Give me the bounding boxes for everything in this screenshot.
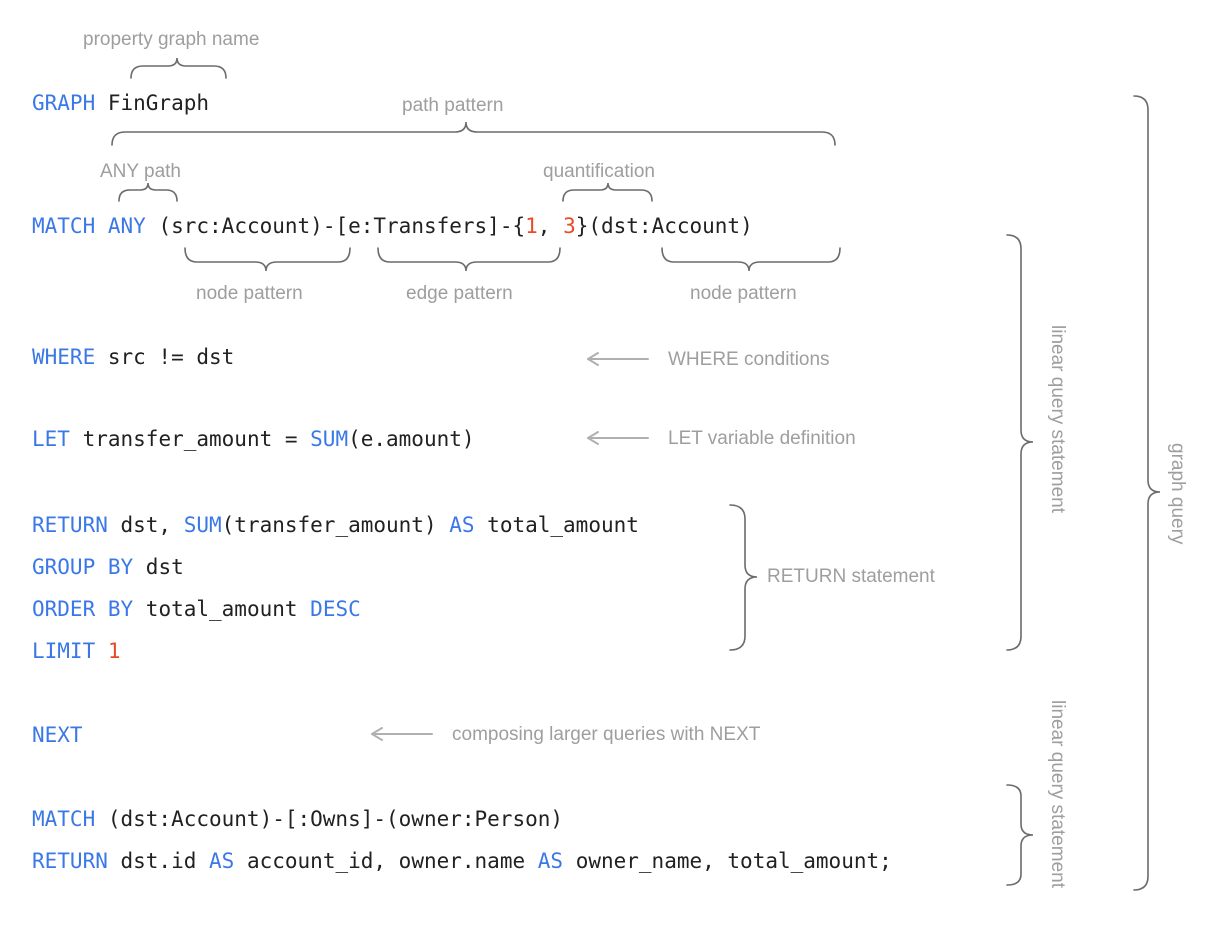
code-token: LET (32, 427, 70, 451)
code-token: account_id, owner.name (234, 849, 538, 873)
code-line-next: NEXT (32, 722, 83, 748)
code-token: WHERE (32, 345, 96, 369)
brace-edge-pattern (377, 247, 561, 272)
annotation-graph-query: graph query (1167, 443, 1188, 545)
annotation-let-variable-definition: LET variable definition (668, 428, 856, 449)
code-token: FinGraph (95, 91, 210, 115)
brace-quantification (562, 182, 653, 202)
code-token: 1 (525, 214, 538, 238)
arrow-where-conditions (587, 352, 649, 366)
annotation-where-conditions: WHERE conditions (668, 349, 830, 370)
code-token: 1 (107, 639, 121, 663)
annotation-node-pattern-2: node pattern (690, 283, 797, 304)
code-token: transfer_amount = (69, 427, 311, 451)
code-line-limit: LIMIT 1 (32, 638, 121, 664)
code-token: SUM (183, 513, 222, 537)
code-line-graph: GRAPH FinGraph (32, 90, 209, 116)
annotation-any-path: ANY path (100, 161, 181, 182)
code-token: MATCH (32, 807, 96, 831)
brace-graph-query (1133, 95, 1161, 891)
brace-any-path (118, 182, 178, 202)
annotation-path-pattern: path pattern (402, 95, 504, 116)
code-line-match-1: MATCH ANY (src:Account)-[e:Transfers]-{1… (32, 213, 753, 239)
code-line-return-1: RETURN dst, SUM(transfer_amount) AS tota… (32, 512, 639, 538)
code-token: RETURN (32, 513, 108, 537)
code-line-where: WHERE src != dst (32, 344, 234, 370)
code-token: src != dst (95, 345, 235, 369)
code-token: ANY (107, 214, 146, 238)
code-token: MATCH (32, 214, 96, 238)
brace-linear-query-statement-1 (1006, 234, 1034, 651)
annotation-linear-query-statement-2: linear query statement (1047, 700, 1068, 888)
code-token: (e.amount) (348, 427, 475, 451)
brace-property-graph-name (130, 57, 227, 79)
brace-node-pattern-2 (661, 247, 841, 272)
annotation-composing-next: composing larger queries with NEXT (452, 724, 761, 745)
annotation-quantification: quantification (543, 161, 655, 182)
code-token (95, 639, 108, 663)
code-token: RETURN (32, 849, 108, 873)
annotation-node-pattern-1: node pattern (196, 283, 303, 304)
code-token: AS (449, 513, 475, 537)
code-token: dst, (107, 513, 184, 537)
code-line-group-by: GROUP BY dst (32, 554, 184, 580)
brace-linear-query-statement-2 (1006, 784, 1034, 886)
code-token: NEXT (32, 723, 83, 747)
code-line-order-by: ORDER BY total_amount DESC (32, 596, 361, 622)
arrow-composing-next (371, 727, 433, 741)
code-token: 3 (563, 214, 576, 238)
brace-node-pattern-1 (184, 247, 351, 272)
code-token: , (537, 214, 564, 238)
code-token: (transfer_amount) (221, 513, 450, 537)
code-token: total_amount (133, 597, 311, 621)
code-token: AS (537, 849, 564, 873)
annotation-return-statement: RETURN statement (767, 566, 935, 587)
code-token: GRAPH (32, 91, 96, 115)
code-line-match-2: MATCH (dst:Account)-[:Owns]-(owner:Perso… (32, 806, 563, 832)
code-token: AS (209, 849, 235, 873)
brace-path-pattern (111, 121, 836, 146)
code-line-let: LET transfer_amount = SUM(e.amount) (32, 426, 475, 452)
code-token (95, 214, 108, 238)
code-token: dst (133, 555, 184, 579)
annotation-linear-query-statement-1: linear query statement (1047, 325, 1068, 513)
code-token: GROUP BY (32, 555, 134, 579)
code-token: SUM (310, 427, 349, 451)
code-token: LIMIT (32, 639, 96, 663)
code-token: }(dst:Account) (575, 214, 753, 238)
annotation-edge-pattern: edge pattern (406, 283, 513, 304)
code-token: dst.id (107, 849, 210, 873)
code-token: total_amount (474, 513, 639, 537)
code-token: DESC (310, 597, 361, 621)
code-token: ORDER BY (32, 597, 134, 621)
code-token: (dst:Account)-[:Owns]-(owner:Person) (95, 807, 564, 831)
code-token: owner_name, total_amount; (563, 849, 892, 873)
code-line-return-2: RETURN dst.id AS account_id, owner.name … (32, 848, 892, 874)
arrow-let-variable-definition (587, 431, 649, 445)
code-token: (src:Account)-[e:Transfers]-{ (145, 214, 526, 238)
brace-return-statement (729, 504, 758, 651)
annotation-property-graph-name: property graph name (83, 29, 260, 50)
